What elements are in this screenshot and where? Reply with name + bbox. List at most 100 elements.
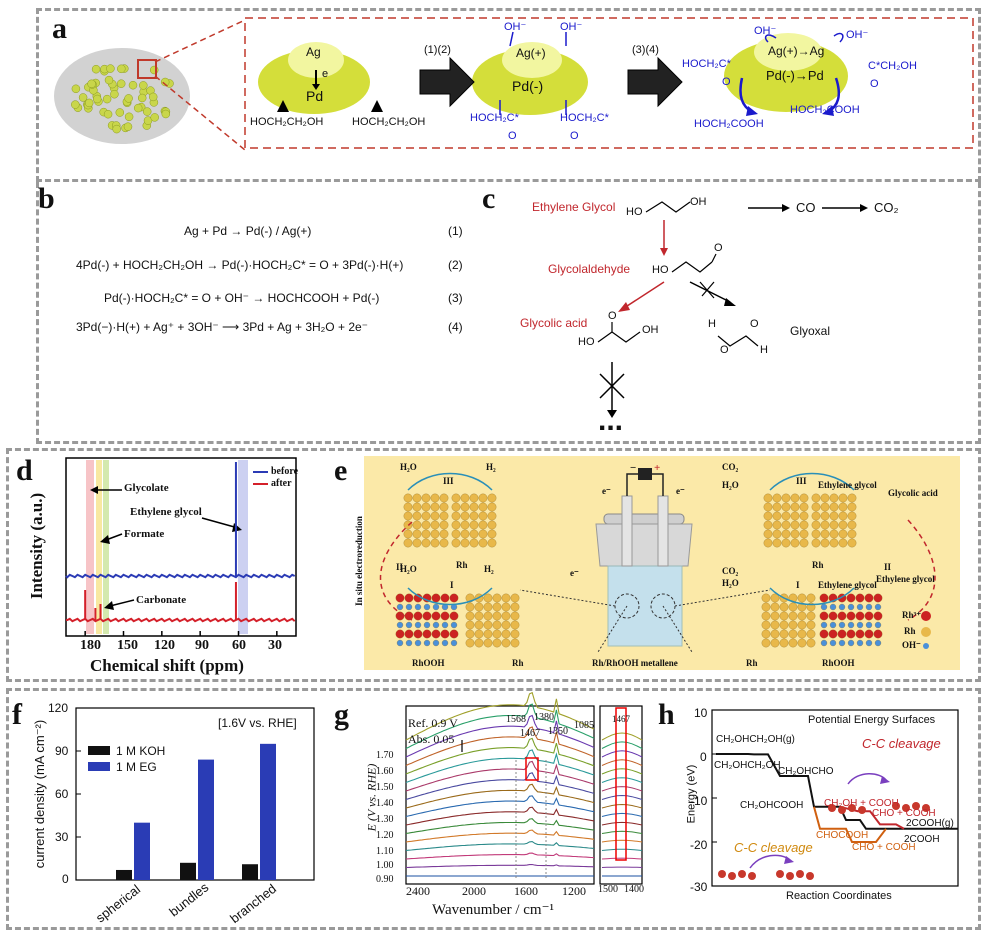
rh-atom: [790, 502, 800, 512]
e-co2-2: CO₂: [722, 566, 739, 576]
e-i-1: I: [450, 580, 454, 590]
a-arrow2-label: (3)(4): [632, 44, 659, 56]
rh-atom: [820, 538, 830, 548]
rh-atom: [770, 593, 780, 603]
ir-inset-spectrum: [601, 839, 643, 843]
rh-atom: [806, 611, 816, 621]
a-stage2-int-right: HOCH₂C*: [560, 112, 609, 124]
rh-atom: [763, 502, 773, 512]
rhooh-atom: [864, 593, 874, 603]
ir-spectrum: [405, 772, 595, 801]
nanoparticle: [84, 98, 94, 108]
nanoparticle: [123, 122, 133, 131]
rhooh-atom: [828, 611, 838, 621]
h-ytick-n10: -10: [690, 794, 708, 808]
d-legend-after: after: [271, 478, 292, 489]
rh-atom: [820, 529, 830, 539]
rh-atom: [451, 511, 461, 521]
rhooh-atom: [820, 639, 828, 647]
ir-spectrum: [405, 829, 595, 843]
rhooh-atom: [829, 639, 837, 647]
rhooh-atom: [874, 621, 882, 629]
g-peak-1085: 1085: [574, 720, 594, 731]
rh-atom: [797, 629, 807, 639]
rh-atom: [847, 529, 857, 539]
rh-atom: [829, 493, 839, 503]
g-xtick-1200: 1200: [562, 884, 586, 898]
c-glyoxal-h2: H: [760, 344, 768, 356]
rh-atom: [806, 593, 816, 603]
rh-atom: [770, 629, 780, 639]
rh-atom: [487, 493, 497, 503]
g-ytick-1.60: 1.60: [376, 766, 394, 777]
rhooh-atom: [449, 629, 459, 639]
rhooh-atom: [440, 593, 450, 603]
h-label-split2: CHO + COOH: [872, 808, 936, 819]
rh-atom: [763, 493, 773, 503]
panel-c-graphic: [597, 201, 868, 418]
rh-atom: [829, 529, 839, 539]
d-carbonate: Carbonate: [136, 594, 187, 606]
rhooh-atom: [441, 639, 449, 647]
e-h2o-2: H₂O: [400, 564, 417, 574]
rh-atom: [799, 502, 809, 512]
a-stage2-oh-left: OH⁻: [504, 21, 527, 33]
a-stage1-pd: Pd: [306, 88, 324, 104]
nanoparticle: [115, 108, 125, 117]
rh-atom: [501, 611, 511, 621]
ir-inset-spectrum: [601, 803, 643, 809]
rhooh-atom: [432, 621, 440, 629]
h-xlabel: Reaction Coordinates: [786, 890, 892, 902]
rhooh-atom: [846, 629, 856, 639]
rhooh-atom: [837, 629, 847, 639]
rh-atom: [847, 493, 857, 503]
nanoparticle: [160, 77, 170, 87]
ir-inset-spectrum: [601, 777, 643, 783]
e-ii-2: II: [884, 562, 892, 572]
nanoparticle: [112, 124, 121, 134]
rh-atom: [790, 493, 800, 503]
rh-atom: [430, 520, 440, 530]
panel-a-frame: [36, 8, 981, 182]
e-eg-3: Ethylene glycol: [876, 574, 935, 584]
rh-atom: [847, 502, 857, 512]
equation-2-number: (2): [448, 258, 463, 272]
nanoparticle: [71, 100, 80, 109]
rh-atom: [501, 620, 511, 630]
rh-atom: [829, 502, 839, 512]
rh-atom: [790, 511, 800, 521]
rh-atom: [799, 511, 809, 521]
d-xtick-120: 120: [154, 638, 175, 653]
rh-atom: [469, 520, 479, 530]
rh-atom: [483, 620, 493, 630]
c-glyoxal-o1: O: [720, 344, 729, 356]
rh-atom: [474, 638, 484, 648]
nanoparticle: [161, 109, 171, 119]
d-xtick-30: 30: [268, 638, 282, 653]
c-gla-oh: OH: [642, 324, 659, 336]
rh-atom: [790, 538, 800, 548]
nanoparticle: [137, 93, 147, 103]
rh-atom: [510, 629, 520, 639]
a-stage3-oh-right: OH⁻: [846, 29, 869, 41]
rh-atom: [763, 529, 773, 539]
rh-atom: [820, 502, 830, 512]
nanoparticle: [78, 93, 88, 102]
rh-atom: [799, 538, 809, 548]
f-note: [1.6V vs. RHE]: [218, 716, 297, 730]
nanoparticle: [133, 103, 143, 113]
rh-atom: [820, 520, 830, 530]
rh-atom: [761, 629, 771, 639]
rh-atom: [779, 620, 789, 630]
rh-atom: [510, 638, 520, 648]
bar-spherical-eg: [134, 822, 150, 880]
rhooh-atom: [414, 603, 422, 611]
a-stage1-reactant-left: HOCH₂CH₂OH: [250, 116, 324, 128]
rh-atom: [403, 529, 413, 539]
g-abs: Abs. 0.05: [408, 732, 455, 746]
series-before: [65, 573, 296, 579]
rh-atom: [781, 511, 791, 521]
d-xtick-90: 90: [195, 638, 209, 653]
rhooh-atom: [838, 639, 846, 647]
